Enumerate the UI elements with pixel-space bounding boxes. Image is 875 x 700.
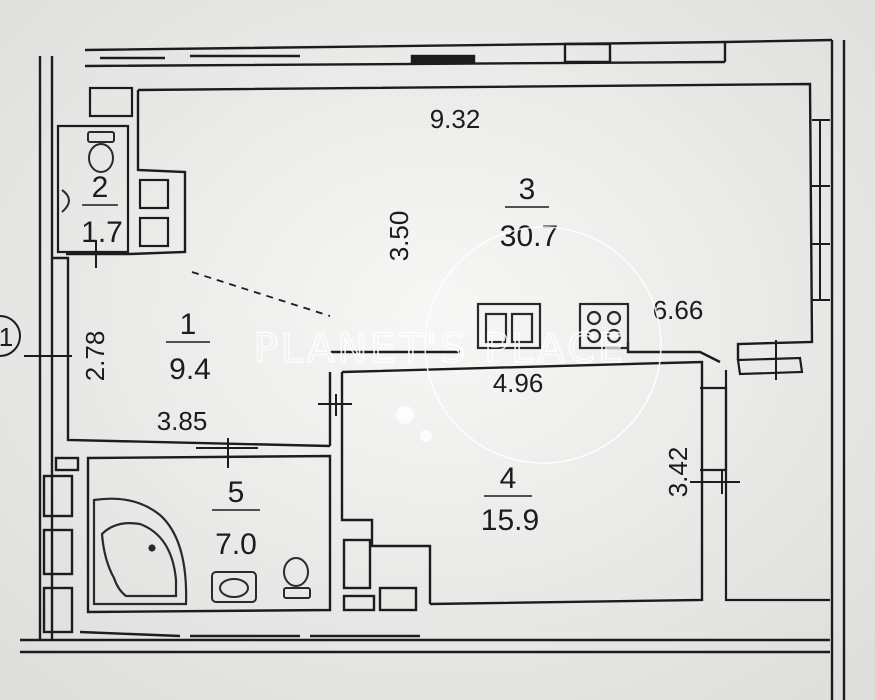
room-5-label: 5 7.0 xyxy=(212,476,260,561)
room-1-number: 1 xyxy=(180,308,197,341)
dim-kitchen-run: 6.66 xyxy=(653,295,704,325)
axis-marker-label: 1 xyxy=(0,322,13,352)
room-3-area: 30.7 xyxy=(500,220,558,253)
axis-marker: 1 xyxy=(0,315,21,357)
right-window xyxy=(812,119,830,301)
bathtub-icon xyxy=(92,497,188,606)
stove-icon xyxy=(578,302,630,350)
wc-sink-icon xyxy=(61,189,70,213)
bath-toilet-icon xyxy=(283,557,311,599)
watermark: PLANET'S PLACE xyxy=(253,226,662,464)
room-5-number: 5 xyxy=(228,476,245,509)
room-2-area: 1.7 xyxy=(81,216,123,249)
room-1-area: 9.4 xyxy=(169,353,211,386)
room-4-area: 15.9 xyxy=(481,504,539,537)
room-5-area: 7.0 xyxy=(215,528,257,561)
room-3-walls xyxy=(129,82,814,364)
room-2-walls xyxy=(56,86,170,254)
dim-room4-width: 4.96 xyxy=(493,368,544,398)
dim-room1-height: 2.78 xyxy=(80,331,110,382)
dim-room4-depth: 3.42 xyxy=(663,447,693,498)
watermark-text: PLANET'S PLACE xyxy=(254,326,627,372)
bath-sink-icon xyxy=(211,571,257,603)
room-3-label: 3 30.7 xyxy=(500,173,558,253)
room-4-label: 4 15.9 xyxy=(481,462,539,537)
room-5-walls xyxy=(42,454,420,638)
outer-walls xyxy=(20,38,846,700)
dim-room3-depth: 3.50 xyxy=(384,211,414,262)
dim-room3-width: 9.32 xyxy=(430,104,481,134)
door-marks xyxy=(24,240,777,494)
balcony-walls xyxy=(700,356,830,602)
dim-room1-width: 3.85 xyxy=(157,406,208,436)
room-4-number: 4 xyxy=(500,462,517,495)
toilet-icon xyxy=(87,131,115,173)
room-1-walls xyxy=(52,252,332,448)
room-2-number: 2 xyxy=(92,171,109,204)
room-1-label: 1 9.4 xyxy=(166,308,211,386)
room-3-number: 3 xyxy=(519,173,536,206)
kitchen-sink-icon xyxy=(476,302,542,350)
room-2-label: 2 1.7 xyxy=(81,171,123,249)
